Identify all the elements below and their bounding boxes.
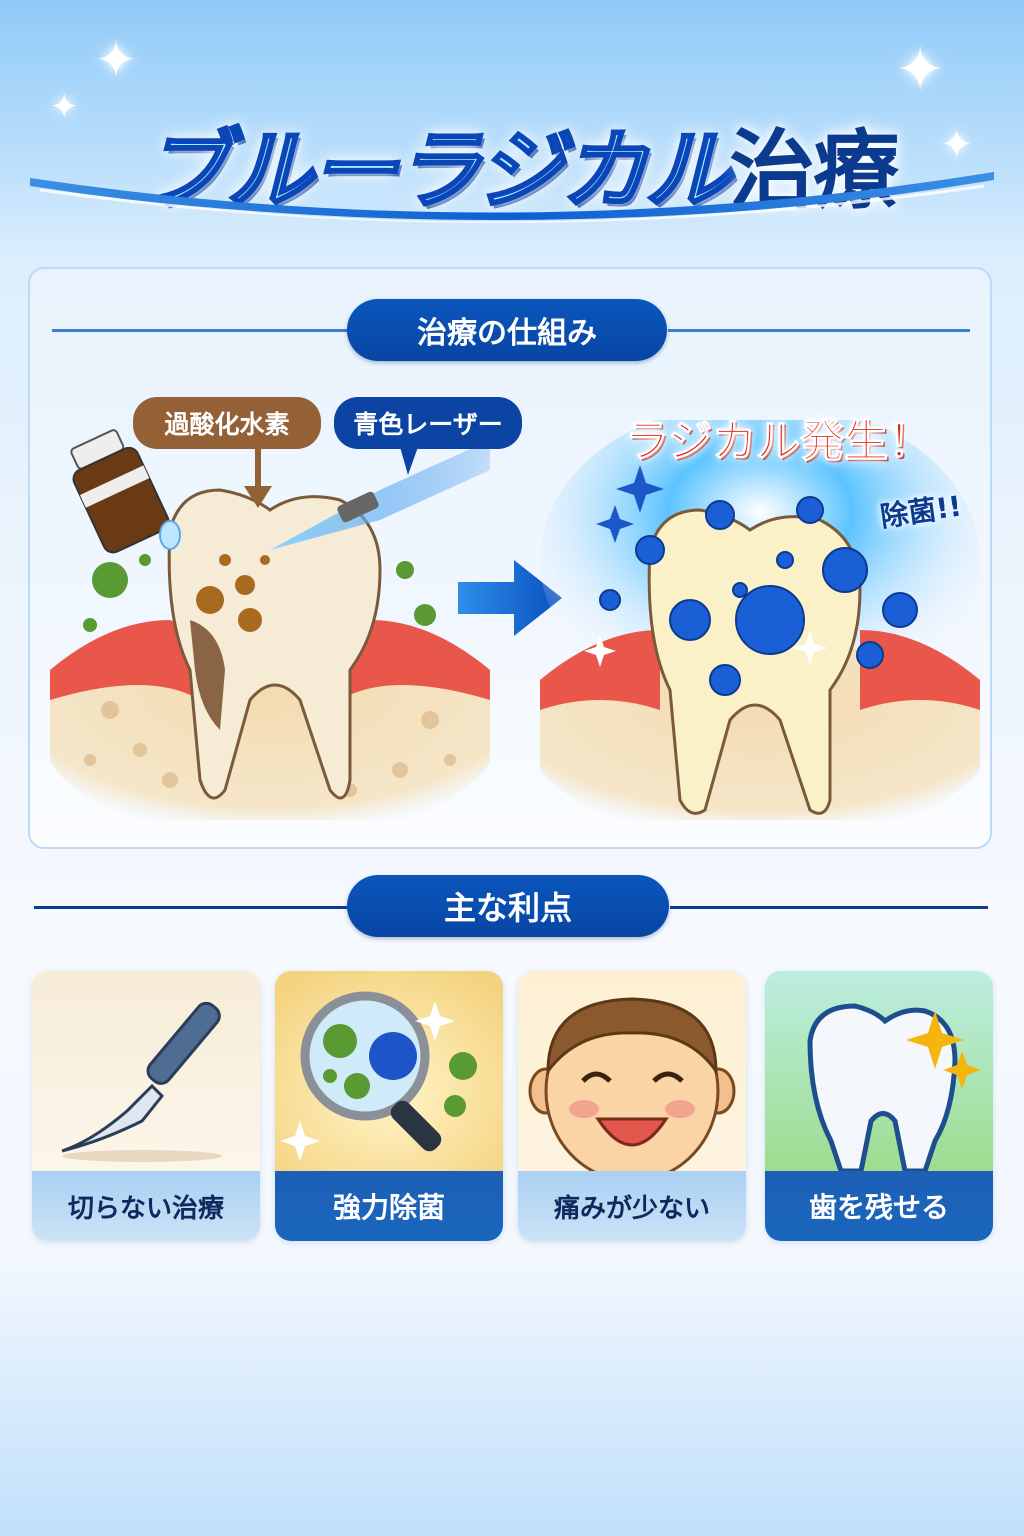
divider-line [670, 906, 988, 909]
process-arrow-icon [458, 560, 562, 636]
tooth-after-illustration [540, 420, 980, 820]
benefit-label: 痛みが少ない [518, 1171, 746, 1241]
benefit-label: 強力除菌 [275, 1171, 503, 1241]
sparkling-tooth-icon [765, 971, 993, 1171]
label-blue-laser: 青色レーザー [334, 397, 522, 449]
tooth-before-illustration [50, 429, 490, 820]
section-title-mechanism: 治療の仕組み [347, 299, 667, 361]
benefit-card-no-incision: 切らない治療 [32, 971, 260, 1241]
benefit-card-preserve-teeth: 歯を残せる [765, 971, 993, 1241]
arrow-down-icon [244, 486, 272, 508]
smiling-child-icon [518, 971, 746, 1171]
divider-line [52, 329, 352, 332]
sparkle-icon: ✦ [95, 31, 137, 89]
divider-line [34, 906, 350, 909]
sparkle-icon: ✦ [50, 87, 79, 127]
benefit-label: 切らない治療 [32, 1171, 260, 1241]
benefit-label: 歯を残せる [765, 1171, 993, 1241]
benefit-card-strong-sterilization: 強力除菌 [275, 971, 503, 1241]
sparkle-icon: ✦ [895, 35, 946, 105]
magnifier-bacteria-icon [275, 971, 503, 1171]
benefit-card-less-pain: 痛みが少ない [518, 971, 746, 1241]
title-swoosh-decoration [30, 172, 994, 224]
scalpel-icon [32, 971, 260, 1171]
divider-line [668, 329, 970, 332]
label-hydrogen-peroxide: 過酸化水素 [133, 397, 321, 449]
radical-headline: ラジカル発生！ [624, 416, 933, 468]
section-title-benefits: 主な利点 [347, 875, 669, 937]
arrow-shaft [255, 449, 261, 489]
bubble-tail [400, 447, 418, 475]
sparkle-icon: ✦ [940, 122, 974, 168]
